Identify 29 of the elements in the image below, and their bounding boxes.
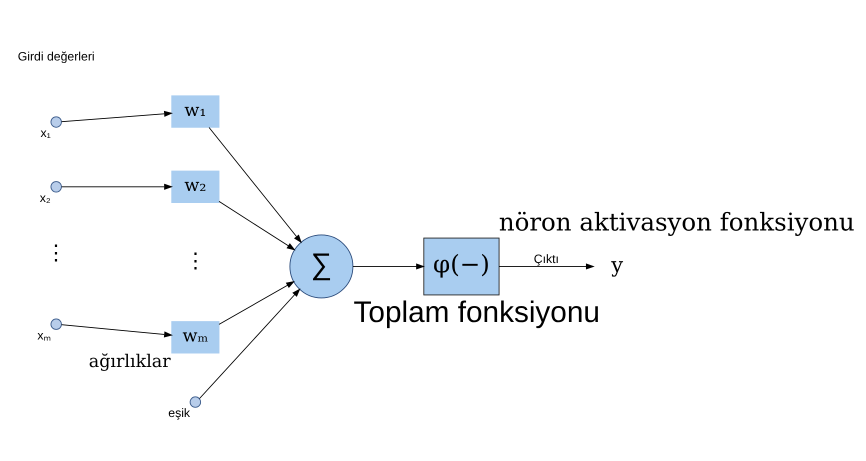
arrow	[218, 200, 296, 250]
arrow	[199, 288, 300, 398]
node-label: Toplam fonksiyonu	[354, 295, 600, 328]
arrow	[352, 262, 425, 270]
arrow	[498, 262, 595, 270]
label: ⋮	[184, 249, 206, 272]
node-box: w₂	[171, 170, 220, 202]
node-box: w₁	[171, 94, 220, 128]
node-circle	[50, 318, 62, 330]
node-text: y	[611, 252, 624, 276]
node-label: x₁	[40, 126, 51, 140]
label: ⋮	[46, 241, 67, 264]
node-circle	[190, 396, 202, 408]
edge-label: Çıktı	[534, 252, 559, 266]
node-label: ağırlıklar	[88, 352, 171, 372]
node-label: nöron aktivasyon fonksiyonu	[498, 206, 855, 236]
label: Girdi değerleri	[18, 48, 95, 63]
arrow	[61, 110, 173, 122]
arrow	[61, 324, 173, 337]
node-box: φ(−)	[423, 237, 500, 295]
arrow	[208, 126, 302, 243]
node-label: x₂	[40, 190, 51, 204]
arrow	[218, 280, 295, 324]
node-circle	[50, 180, 62, 192]
node-label: eşik	[168, 406, 190, 420]
node-circle	[50, 116, 62, 128]
node-label: xₘ	[37, 328, 50, 342]
arrow	[61, 183, 173, 190]
node-box: wₘ	[171, 320, 220, 354]
